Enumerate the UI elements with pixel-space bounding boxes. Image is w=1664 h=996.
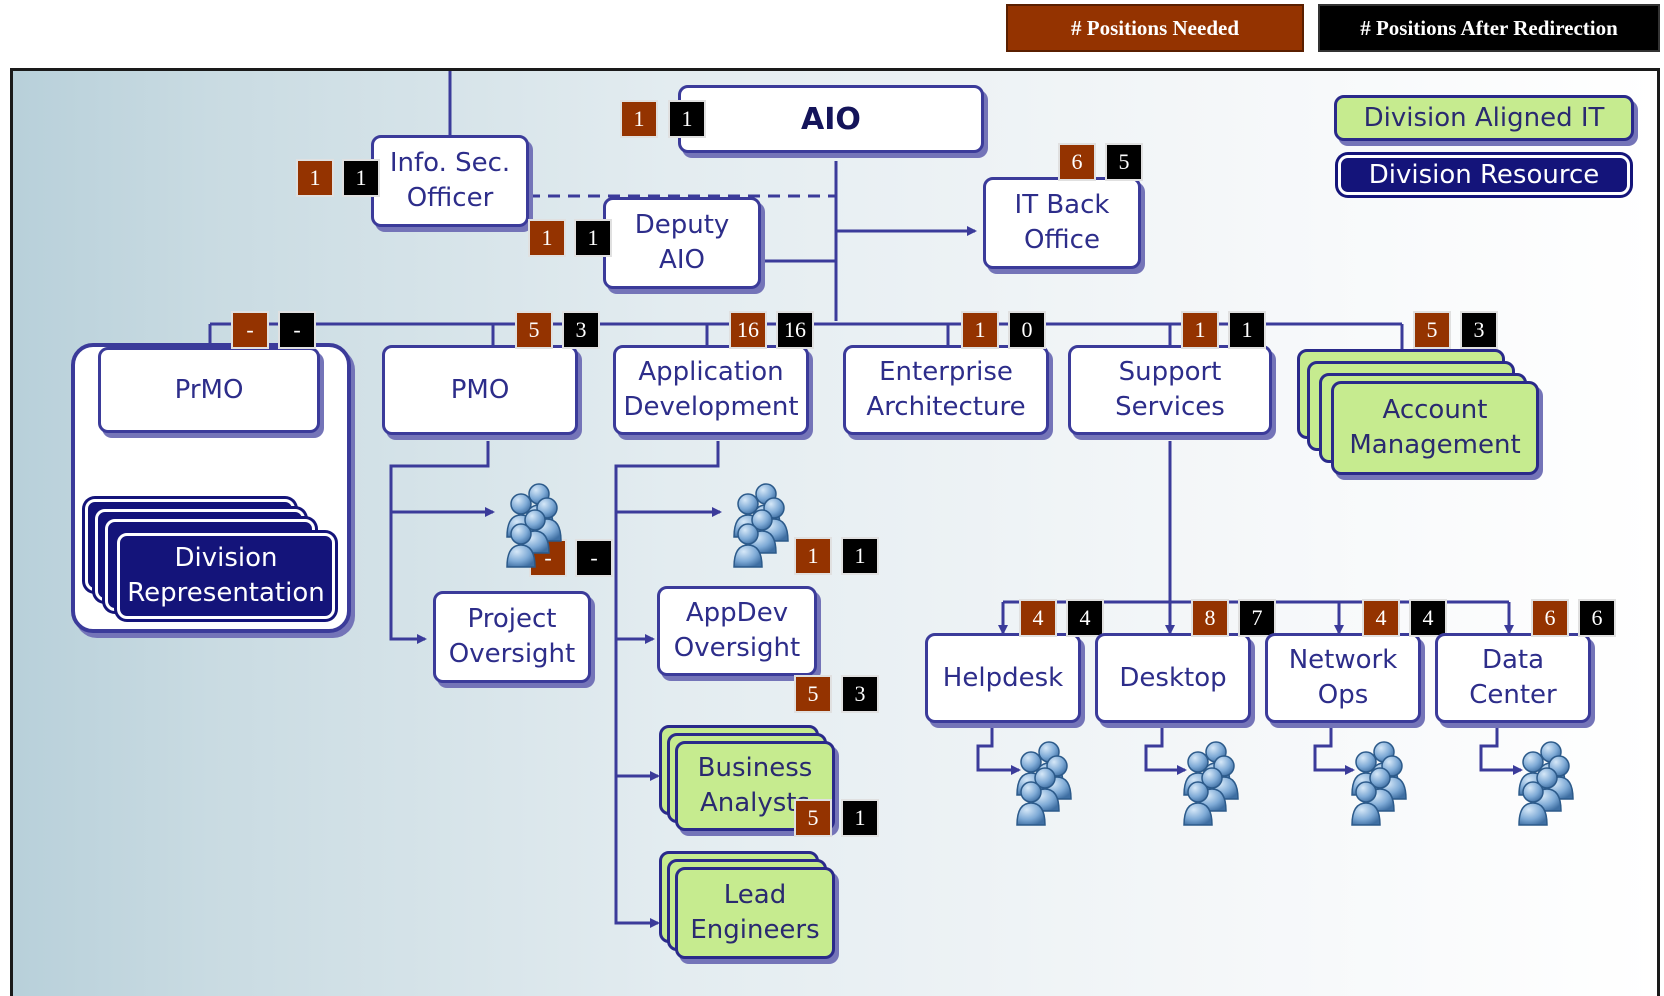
- deputy-needed-badge: 1: [528, 219, 566, 257]
- desktop-node: Desktop: [1095, 633, 1251, 723]
- legend-positions-needed: # Positions Needed: [1006, 4, 1304, 52]
- desktop-needed-badge: 8: [1191, 599, 1229, 637]
- deputy-after-badge: 1: [574, 219, 612, 257]
- people-group-icon: [1011, 741, 1075, 831]
- it-back-after-badge: 5: [1105, 143, 1143, 181]
- it-back-needed-badge: 6: [1058, 143, 1096, 181]
- appdev-oversight-node: AppDev Oversight: [657, 586, 817, 676]
- network-label: Network Ops: [1288, 645, 1398, 710]
- project-oversight-after-badge: -: [575, 539, 613, 577]
- division-rep-label: Division Representation: [127, 543, 325, 608]
- account-management-node: Account Management: [1331, 381, 1539, 475]
- account-label: Account Management: [1349, 395, 1521, 460]
- datacenter-after-badge: 6: [1578, 599, 1616, 637]
- prmo-needed-badge: -: [231, 311, 269, 349]
- info-sec-label: Info. Sec. Officer: [389, 148, 511, 213]
- deputy-label: Deputy AIO: [634, 210, 730, 275]
- lead-engineers-node: Lead Engineers: [675, 867, 835, 959]
- support-after-badge: 1: [1228, 311, 1266, 349]
- business-analysts-label: Business Analysts: [697, 753, 813, 818]
- project-oversight-node: Project Oversight: [433, 591, 591, 683]
- people-group-icon: [1513, 741, 1577, 831]
- lead-engineers-needed-badge: 5: [794, 799, 832, 837]
- support-label: Support Services: [1115, 357, 1225, 422]
- deputy-aio-node: Deputy AIO: [603, 197, 761, 289]
- helpdesk-after-badge: 4: [1066, 599, 1104, 637]
- appdev-after-badge: 16: [776, 311, 814, 349]
- helpdesk-label: Helpdesk: [942, 662, 1064, 693]
- helpdesk-needed-badge: 4: [1019, 599, 1057, 637]
- info-sec-needed-badge: 1: [296, 159, 334, 197]
- project-oversight-label: Project Oversight: [448, 604, 576, 669]
- prmo-node: PrMO: [98, 347, 320, 433]
- support-services-node: Support Services: [1068, 345, 1272, 435]
- enterprise-architecture-node: Enterprise Architecture: [843, 345, 1049, 435]
- account-after-badge: 3: [1460, 311, 1498, 349]
- lead-engineers-after-badge: 1: [841, 799, 879, 837]
- division-representation-node: Division Representation: [117, 533, 335, 619]
- aio-label: AIO: [801, 101, 861, 137]
- helpdesk-node: Helpdesk: [925, 633, 1081, 723]
- data-center-node: Data Center: [1435, 633, 1591, 723]
- datacenter-label: Data Center: [1469, 645, 1557, 710]
- pmo-needed-badge: 5: [515, 311, 553, 349]
- legend-positions-after: # Positions After Redirection: [1318, 4, 1660, 52]
- ea-needed-badge: 1: [961, 311, 999, 349]
- aio-node: AIO: [678, 85, 984, 153]
- legend-division-resource: Division Resource: [1338, 155, 1630, 195]
- appdev-oversight-needed-badge: 1: [794, 537, 832, 575]
- people-group-icon: [1346, 741, 1410, 831]
- people-group-icon: [728, 483, 792, 573]
- pmo-node: PMO: [382, 345, 578, 435]
- info-sec-after-badge: 1: [342, 159, 380, 197]
- ea-after-badge: 0: [1008, 311, 1046, 349]
- org-chart: Division Aligned IT Division Resource AI…: [10, 68, 1660, 996]
- datacenter-needed-badge: 6: [1531, 599, 1569, 637]
- desktop-after-badge: 7: [1238, 599, 1276, 637]
- pmo-after-badge: 3: [562, 311, 600, 349]
- legend-division-aligned-it: Division Aligned IT: [1334, 95, 1634, 141]
- appdev-oversight-after-badge: 1: [841, 537, 879, 575]
- business-analysts-needed-badge: 5: [794, 675, 832, 713]
- it-back-label: IT Back Office: [1014, 190, 1110, 255]
- it-back-office-node: IT Back Office: [983, 177, 1141, 269]
- network-ops-node: Network Ops: [1265, 633, 1421, 723]
- people-group-icon: [501, 483, 565, 573]
- desktop-label: Desktop: [1119, 662, 1227, 693]
- pmo-label: PMO: [450, 374, 510, 405]
- lead-engineers-label: Lead Engineers: [690, 880, 820, 945]
- people-group-icon: [1178, 741, 1242, 831]
- info-sec-officer-node: Info. Sec. Officer: [371, 135, 529, 227]
- aio-needed-badge: 1: [620, 100, 658, 138]
- aio-after-badge: 1: [668, 100, 706, 138]
- business-analysts-after-badge: 3: [841, 675, 879, 713]
- appdev-needed-badge: 16: [729, 311, 767, 349]
- prmo-label: PrMO: [174, 374, 244, 405]
- support-needed-badge: 1: [1181, 311, 1219, 349]
- ea-label: Enterprise Architecture: [866, 357, 1026, 422]
- network-needed-badge: 4: [1362, 599, 1400, 637]
- appdev-label: Application Development: [623, 357, 799, 422]
- appdev-oversight-label: AppDev Oversight: [673, 598, 801, 663]
- network-after-badge: 4: [1409, 599, 1447, 637]
- prmo-after-badge: -: [278, 311, 316, 349]
- application-development-node: Application Development: [613, 345, 809, 435]
- account-needed-badge: 5: [1413, 311, 1451, 349]
